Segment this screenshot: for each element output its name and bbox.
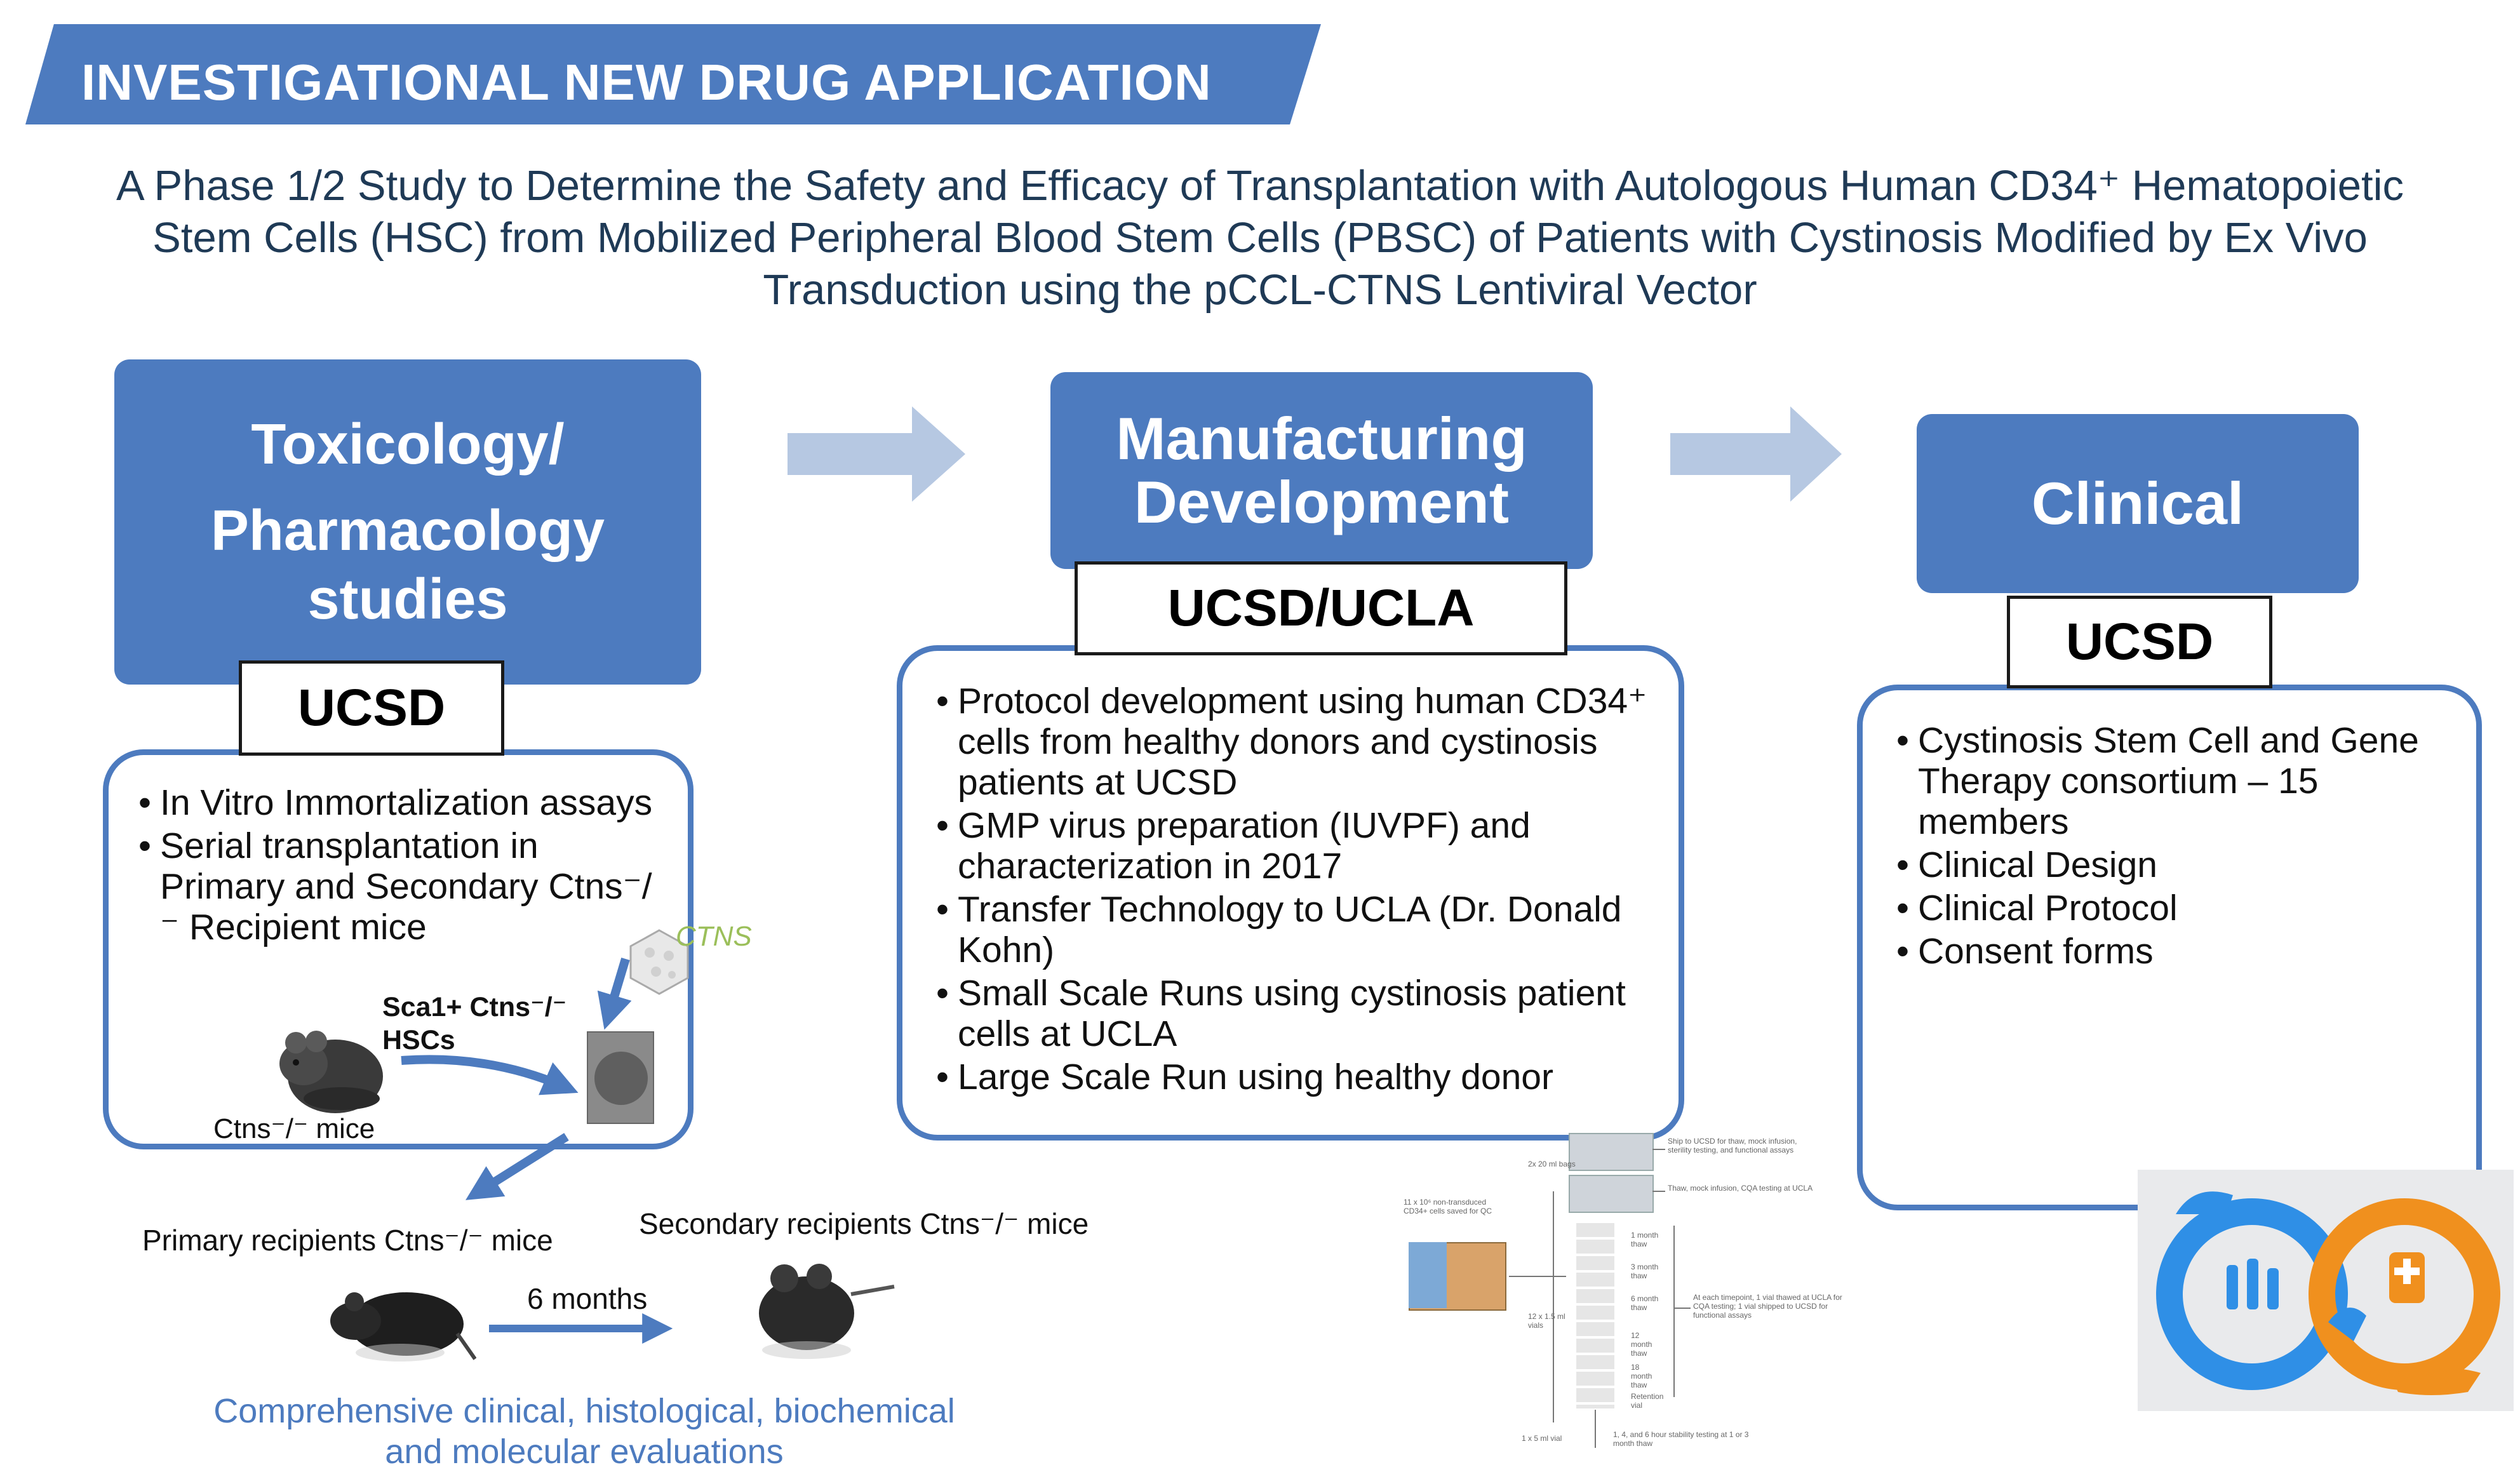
toxicology-bullets: In Vitro Immortalization assays Serial t… bbox=[138, 782, 666, 950]
hsc-label: Sca1+ Ctns⁻/⁻ HSCs bbox=[382, 991, 573, 1057]
flowchart-m6: 6 month thaw bbox=[1631, 1294, 1659, 1312]
list-item: Small Scale Runs using cystinosis patien… bbox=[936, 973, 1654, 1054]
list-item: In Vitro Immortalization assays bbox=[138, 782, 666, 823]
virus-icon bbox=[629, 929, 689, 995]
toxicology-header: Toxicology/ Pharmacology studies bbox=[114, 359, 701, 685]
toxicology-title-line-2: Pharmacology bbox=[210, 499, 605, 563]
flowchart-bags: 2x 20 ml bags bbox=[1528, 1160, 1576, 1168]
subtitle-line-1: A Phase 1/2 Study to Determine the Safet… bbox=[116, 162, 2404, 210]
list-item: GMP virus preparation (IUVPF) and charac… bbox=[936, 805, 1654, 887]
flowchart-m12: 12 month thaw bbox=[1631, 1331, 1652, 1358]
subtitle-line-3: Transduction using the pCCL-CTNS Lentivi… bbox=[763, 266, 1757, 314]
flowchart-m1: 1 month thaw bbox=[1631, 1231, 1659, 1248]
gene-therapy-logo bbox=[2138, 1170, 2514, 1411]
clinical-header: Clinical bbox=[1917, 414, 2359, 593]
flowchart-retention: Retention vial bbox=[1631, 1392, 1664, 1410]
gene-therapy-icon bbox=[2156, 1191, 2500, 1395]
manufacturing-label: UCSD/UCLA bbox=[1075, 561, 1567, 655]
flowchart-vials: 12 x 1.5 ml vials bbox=[1528, 1312, 1565, 1330]
list-item: Protocol development using human CD34⁺ c… bbox=[936, 681, 1654, 803]
subtitle-line-2: Stem Cells (HSC) from Mobilized Peripher… bbox=[152, 214, 2368, 262]
flowchart-thaw: Thaw, mock infusion, CQA testing at UCLA bbox=[1668, 1184, 1813, 1193]
flowchart-onevial: 1 x 5 ml vial bbox=[1522, 1434, 1562, 1443]
manufacturing-title-line-1: Manufacturing bbox=[1116, 405, 1527, 472]
flowchart-connectors bbox=[1509, 1149, 1691, 1448]
secondary-mouse-icon bbox=[759, 1264, 895, 1359]
flowchart-m18: 18 month thaw bbox=[1631, 1363, 1652, 1389]
ctns-label: CTNS bbox=[676, 921, 752, 952]
cell-bag-photo bbox=[1569, 1175, 1654, 1213]
toxicology-title-line-3: studies bbox=[307, 568, 508, 631]
secondary-recipients-label: Secondary recipients Ctns⁻/⁻ mice bbox=[639, 1207, 1089, 1240]
flowchart-timepoint: At each timepoint, 1 vial thawed at UCLA… bbox=[1693, 1293, 1842, 1320]
banner-title: INVESTIGATIONAL NEW DRUG APPLICATION bbox=[81, 54, 1212, 110]
evaluation-line-2: and molecular evaluations bbox=[385, 1433, 784, 1471]
cell-bag-photo bbox=[1569, 1133, 1654, 1171]
clinical-title: Clinical bbox=[2031, 470, 2244, 537]
flowchart-cells: 11 x 10⁶ non-transduced CD34+ cells save… bbox=[1404, 1198, 1492, 1215]
interval-label: 6 months bbox=[527, 1282, 648, 1315]
mouse-icon bbox=[279, 1031, 383, 1113]
list-item: Cystinosis Stem Cell and Gene Therapy co… bbox=[1896, 720, 2462, 842]
list-item: Transfer Technology to UCLA (Dr. Donald … bbox=[936, 889, 1654, 970]
mice-label: Ctns⁻/⁻ mice bbox=[213, 1113, 375, 1144]
title-banner bbox=[25, 24, 1321, 124]
manufacturing-flowchart: 2x 20 ml bags 11 x 10⁶ non-transduced CD… bbox=[1395, 1130, 1877, 1461]
toxicology-label: UCSD bbox=[239, 660, 504, 756]
toxicology-title-line-1: Toxicology/ bbox=[251, 413, 565, 476]
vial-column bbox=[1576, 1223, 1614, 1408]
manufacturing-title-line-2: Development bbox=[1134, 469, 1510, 535]
primary-recipients-label: Primary recipients Ctns⁻/⁻ mice bbox=[142, 1224, 553, 1257]
clinical-bullets: Cystinosis Stem Cell and Gene Therapy co… bbox=[1896, 720, 2462, 974]
clinical-label: UCSD bbox=[2007, 596, 2272, 688]
list-item: Large Scale Run using healthy donor bbox=[936, 1057, 1654, 1097]
list-item: Consent forms bbox=[1896, 931, 2462, 972]
study-subtitle: A Phase 1/2 Study to Determine the Safet… bbox=[25, 160, 2495, 316]
manufacturing-header: Manufacturing Development bbox=[1050, 372, 1593, 569]
list-item: Clinical Design bbox=[1896, 845, 2462, 885]
evaluation-note: Comprehensive clinical, histological, bi… bbox=[191, 1391, 978, 1472]
list-item: Serial transplantation in Primary and Se… bbox=[138, 826, 666, 947]
flowchart-stability: 1, 4, and 6 hour stability testing at 1 … bbox=[1613, 1430, 1749, 1448]
primary-mouse-icon bbox=[330, 1292, 476, 1362]
hsc-label-text: Sca1+ Ctns⁻/⁻ HSCs bbox=[382, 992, 567, 1055]
list-item: Clinical Protocol bbox=[1896, 888, 2462, 928]
manufacturing-bullets: Protocol development using human CD34⁺ c… bbox=[936, 681, 1654, 1100]
flowchart-m3: 3 month thaw bbox=[1631, 1262, 1659, 1280]
hsc-cell-image bbox=[587, 1031, 654, 1124]
flowchart-ship: Ship to UCSD for thaw, mock infusion, st… bbox=[1668, 1137, 1797, 1154]
evaluation-line-1: Comprehensive clinical, histological, bi… bbox=[213, 1392, 955, 1430]
lab-photo-gloves bbox=[1409, 1242, 1447, 1308]
